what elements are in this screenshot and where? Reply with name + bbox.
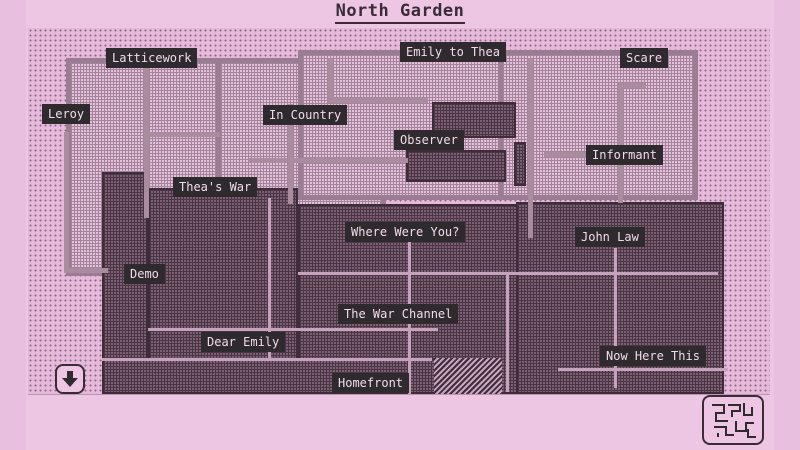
path [618, 83, 646, 88]
node-scare[interactable]: Scare [620, 48, 669, 68]
path [144, 58, 149, 218]
path [328, 58, 333, 103]
map-bottom-edge [28, 394, 770, 395]
node-the-war-channel[interactable]: The War Channel [338, 304, 459, 324]
node-john-law[interactable]: John Law [575, 227, 645, 247]
path [288, 104, 293, 204]
overview-map-button[interactable] [702, 395, 764, 445]
path [102, 358, 432, 361]
node-informant[interactable]: Informant [586, 145, 664, 165]
path [618, 83, 623, 203]
node-latticework[interactable]: Latticework [106, 48, 198, 68]
path [614, 248, 617, 388]
node-now-here-this[interactable]: Now Here This [600, 346, 706, 366]
scroll-down-button[interactable] [55, 364, 85, 394]
node-demo[interactable]: Demo [124, 264, 165, 284]
region-observer-side [514, 142, 526, 186]
node-dear-emily[interactable]: Dear Emily [201, 332, 286, 352]
garden-map[interactable] [28, 28, 770, 394]
node-theas-war[interactable]: Thea's War [173, 177, 258, 197]
page-title: North Garden [0, 1, 800, 24]
path [506, 272, 509, 392]
node-observer[interactable]: Observer [394, 130, 464, 150]
path [64, 268, 108, 273]
path [544, 152, 604, 157]
region-scare [498, 50, 698, 200]
down-arrow-icon [62, 371, 78, 387]
path [328, 98, 428, 103]
path [528, 58, 533, 238]
node-leroy[interactable]: Leroy [42, 104, 91, 124]
path [64, 132, 69, 272]
node-where-were-you[interactable]: Where Were You? [345, 222, 466, 242]
path [148, 328, 438, 331]
minimap-icon [712, 403, 756, 438]
path [144, 132, 220, 137]
region-hatched [434, 358, 502, 394]
node-in-country[interactable]: In Country [263, 105, 348, 125]
path [558, 368, 728, 371]
path [268, 198, 271, 358]
path [248, 158, 408, 163]
region-observer-top [432, 102, 516, 138]
region-observer-bottom [406, 150, 506, 182]
title-text: North Garden [334, 1, 466, 24]
node-emily-to-thea[interactable]: Emily to Thea [400, 42, 506, 62]
node-homefront[interactable]: Homefront [332, 373, 410, 393]
